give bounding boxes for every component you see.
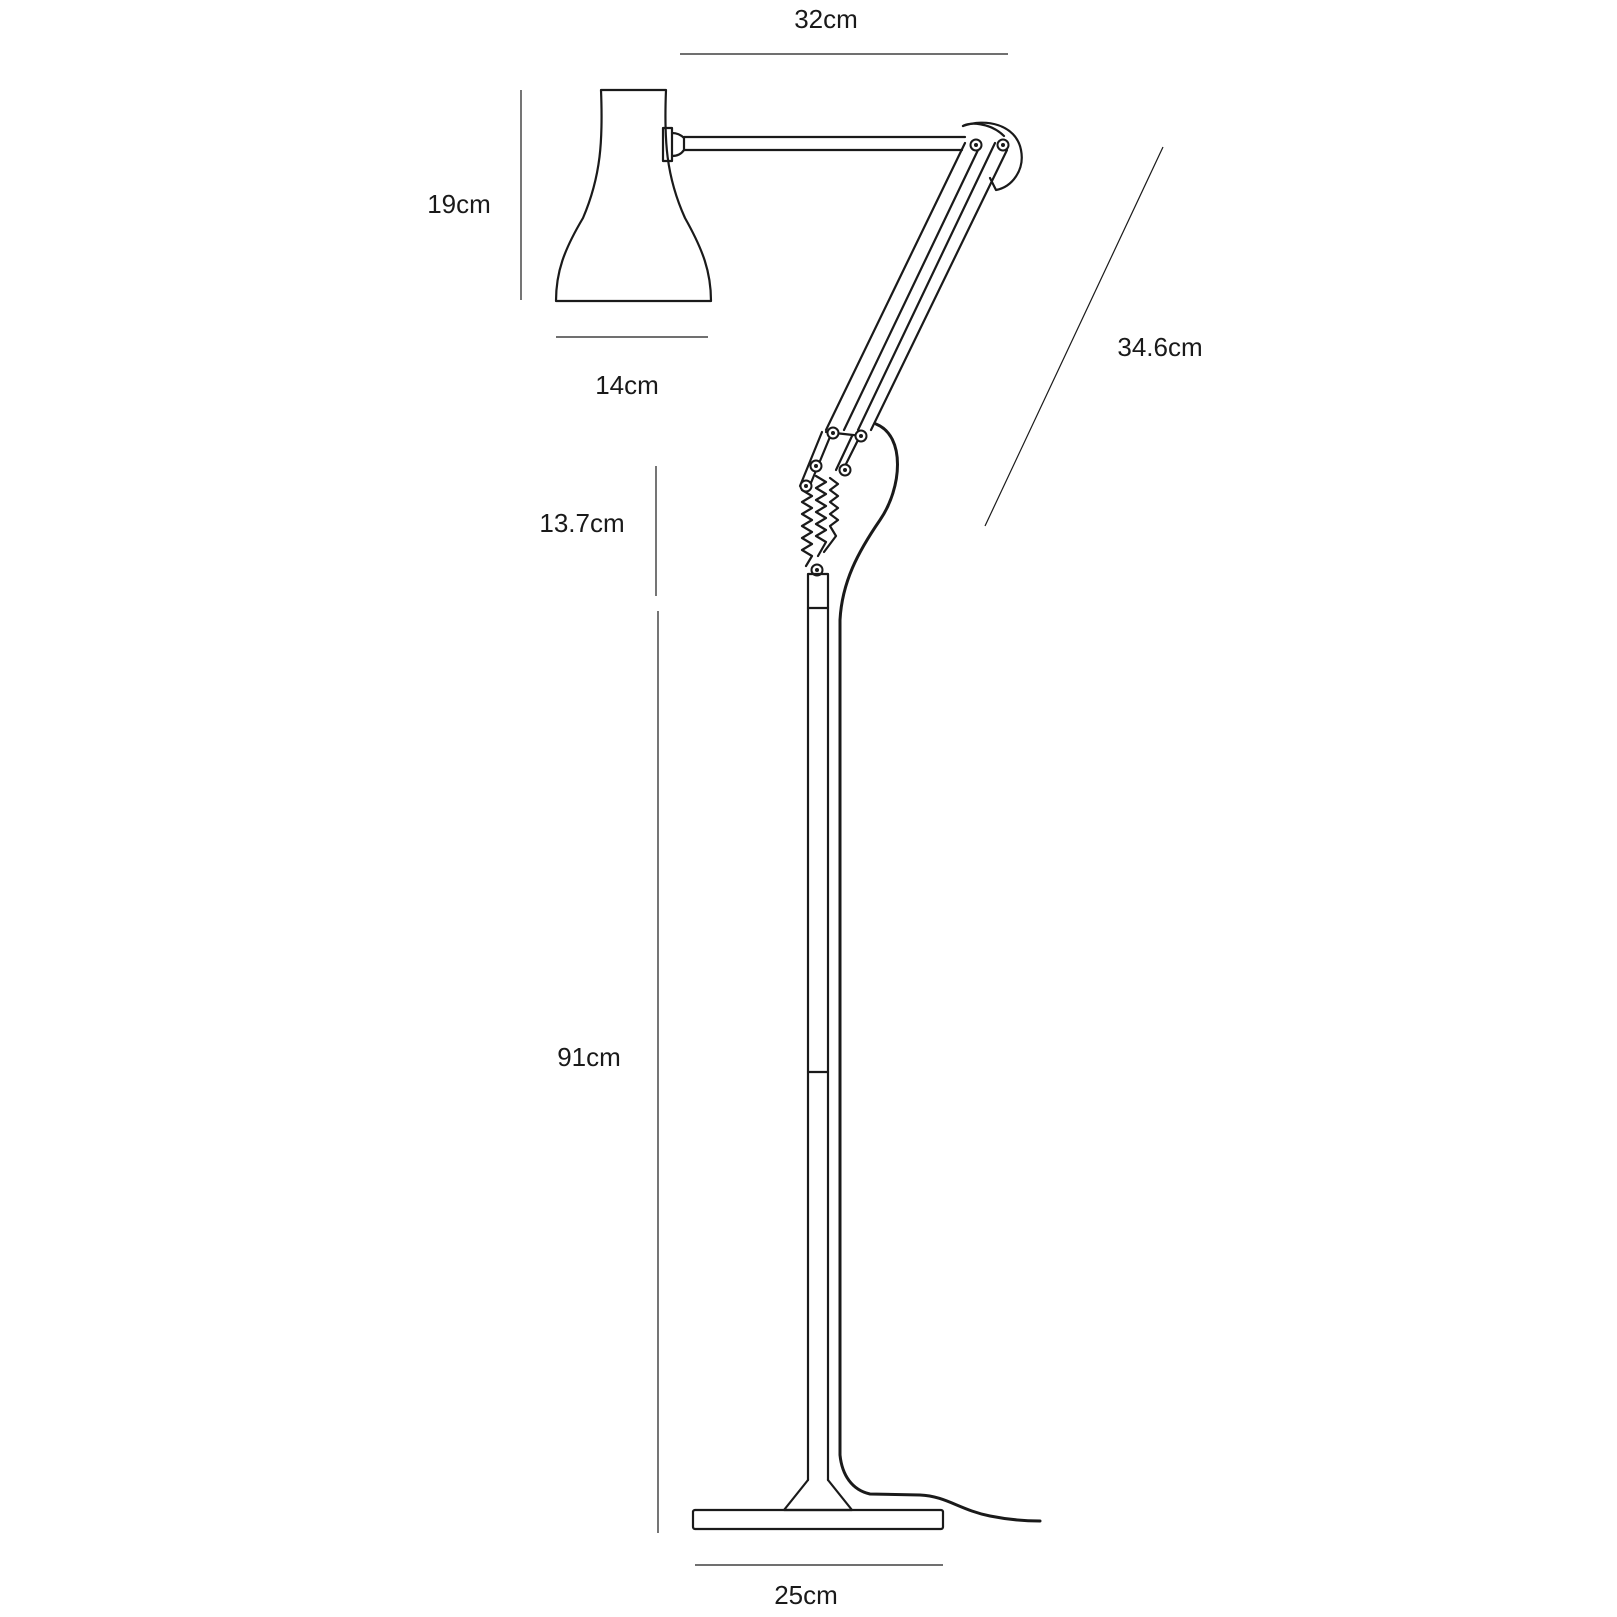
- top-knuckle: [961, 121, 1023, 192]
- shade-height-label: 19cm: [427, 189, 491, 219]
- top-knuckle-lower: [961, 122, 1006, 138]
- dimension-labels: 32cm 19cm 14cm 34.6cm 13.7cm 91cm 25cm: [427, 4, 1202, 1610]
- pivots: [799, 138, 1010, 577]
- floor-lamp-drawing: [554, 88, 1042, 1531]
- shade-mount-bracket: [661, 126, 674, 163]
- upper-arm-rod-2: [842, 148, 980, 432]
- arm-reach-label: 32cm: [794, 4, 858, 34]
- upper-arm-rod-4: [869, 148, 1009, 432]
- pivot-elbow-2-dot: [859, 434, 863, 438]
- upper-arm-dimension-line: [984, 146, 1164, 527]
- pivot-top-2-dot: [1001, 143, 1005, 147]
- lamp-shade: [554, 88, 713, 303]
- pivot-stem-top-dot: [815, 568, 819, 572]
- stem-socket: [806, 572, 830, 610]
- spring-middle: [814, 474, 828, 558]
- spring-left: [800, 488, 814, 568]
- pivot-lower-2-dot: [843, 468, 847, 472]
- dimension-lines: [520, 53, 1164, 1566]
- base-plate: [691, 1508, 945, 1531]
- upper-arm-rod-3: [856, 141, 997, 432]
- shade-mount-neck: [670, 131, 686, 158]
- pivot-top-1-dot: [974, 143, 978, 147]
- shade-width-label: 14cm: [595, 370, 659, 400]
- stem-height-label: 91cm: [557, 1042, 621, 1072]
- pivot-lower-1-dot: [814, 464, 818, 468]
- upper-arm-rod-1: [824, 141, 967, 432]
- upper-arm-length-label: 34.6cm: [1117, 332, 1202, 362]
- pivot-lower-3-dot: [804, 484, 808, 488]
- lower-arm-rod-4: [834, 434, 854, 472]
- spring-right: [822, 476, 840, 554]
- pivot-elbow-1-dot: [831, 431, 835, 435]
- lower-arm-height-label: 13.7cm: [539, 508, 624, 538]
- base-foot: [782, 1478, 854, 1512]
- base-width-label: 25cm: [774, 1580, 838, 1610]
- power-cable: [838, 422, 1042, 1523]
- lower-arm-rod-2: [798, 430, 824, 488]
